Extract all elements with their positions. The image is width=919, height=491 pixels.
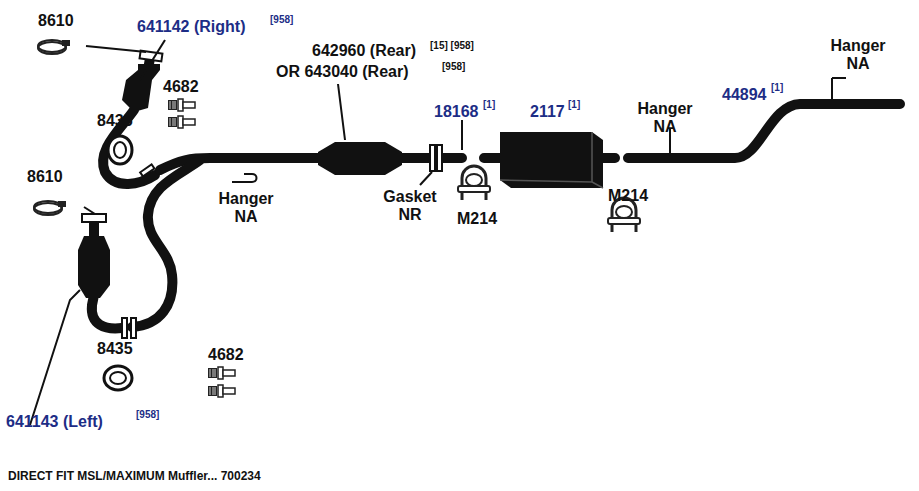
clamp-number: M214 bbox=[608, 187, 648, 205]
caption: DIRECT FIT MSL/MAXIMUM Muffler... 700234 bbox=[8, 470, 261, 483]
part-number: 2117 bbox=[530, 103, 565, 121]
part-number: 18168 bbox=[434, 103, 479, 121]
gasket-label: Gasket NR bbox=[383, 188, 436, 223]
callout-number: 8610 bbox=[38, 12, 74, 30]
callout-number: 4682 bbox=[208, 346, 244, 364]
hanger-label: Hanger NA bbox=[830, 37, 885, 72]
footnote-ref: [958] bbox=[136, 409, 159, 420]
part-number: 641143 (Left) bbox=[6, 413, 103, 431]
part-number: 642960 (Rear) bbox=[312, 42, 416, 60]
footnote-ref: [1] bbox=[568, 99, 580, 110]
callout-number: 8610 bbox=[27, 168, 63, 186]
footnote-ref: [1] bbox=[771, 82, 783, 93]
footnote-ref: [15] [958] bbox=[430, 40, 474, 51]
footnote-ref: [958] bbox=[442, 61, 465, 72]
part-number: OR 643040 (Rear) bbox=[276, 63, 409, 81]
part-number: 641142 (Right) bbox=[137, 18, 245, 36]
callout-number: 4682 bbox=[163, 78, 199, 96]
footnote-ref: [958] bbox=[270, 14, 293, 25]
part-number: 44894 bbox=[722, 86, 767, 104]
hanger-label: Hanger NA bbox=[218, 190, 273, 225]
hanger-label: Hanger NA bbox=[637, 100, 692, 135]
callout-number: 8435 bbox=[97, 340, 133, 358]
footnote-ref: [1] bbox=[483, 99, 495, 110]
callout-number: 8435 bbox=[97, 112, 133, 130]
clamp-number: M214 bbox=[457, 210, 497, 228]
